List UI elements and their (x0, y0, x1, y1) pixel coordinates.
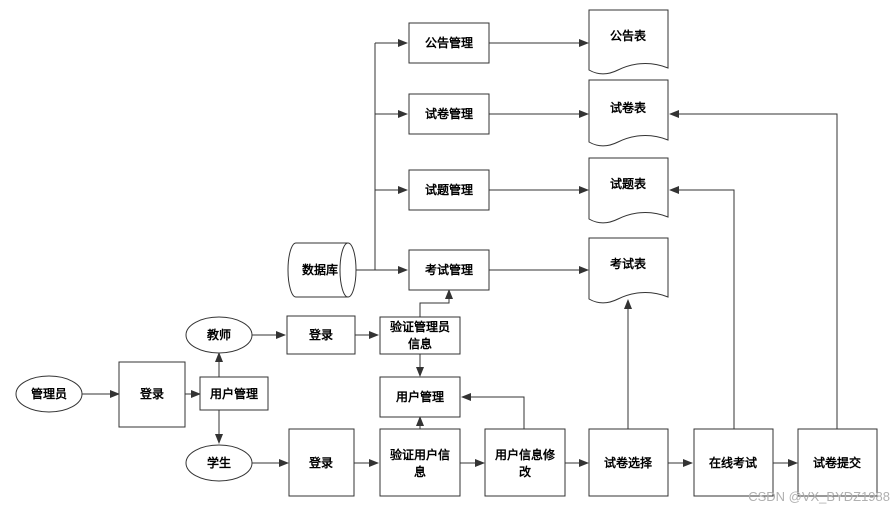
label-paper-select: 试卷选择 (604, 455, 653, 470)
label-question-mgmt: 试题管理 (425, 182, 473, 197)
label-user-info-edit-1: 用户信息修 (494, 447, 556, 462)
node-student (185, 444, 253, 482)
node-user-mgmt-left (199, 376, 269, 411)
label-online-exam: 在线考试 (709, 455, 757, 470)
label-exam-mgmt: 考试管理 (425, 262, 473, 277)
node-notice-mgmt (408, 22, 490, 64)
node-question-mgmt (408, 169, 490, 211)
edge-onlineexam-questiontable (669, 186, 735, 429)
label-student-login: 登录 (308, 455, 333, 470)
label-verify-admin-1: 验证管理员 (390, 319, 450, 334)
label-user-mgmt-left: 用户管理 (209, 386, 258, 401)
label-exam-table: 考试表 (610, 256, 647, 271)
node-online-exam (693, 428, 774, 497)
node-admin (15, 375, 83, 413)
label-admin: 管理员 (31, 386, 67, 401)
label-notice-mgmt: 公告管理 (425, 35, 473, 50)
node-notice-table (588, 9, 669, 75)
label-question-table: 试题表 (610, 176, 647, 191)
label-teacher: 教师 (206, 327, 231, 342)
edge-submit-papertable (669, 110, 838, 429)
node-student-login (288, 428, 355, 497)
watermark: CSDN @VX_BYDZ1988 (748, 489, 890, 504)
node-teacher (185, 316, 253, 354)
node-paper-submit (797, 428, 878, 497)
label-student: 学生 (207, 455, 231, 470)
node-database (287, 242, 357, 298)
node-verify-user (379, 428, 461, 497)
node-user-mgmt-center (379, 376, 461, 418)
label-teacher-login: 登录 (308, 327, 333, 342)
node-admin-login (118, 361, 186, 428)
node-verify-admin (379, 316, 461, 355)
label-user-mgmt-center: 用户管理 (395, 389, 444, 404)
edge-infoedit-usermgmt (461, 393, 525, 429)
node-teacher-login (286, 315, 356, 355)
node-user-info-edit (484, 428, 566, 497)
label-paper-table: 试卷表 (610, 100, 647, 115)
node-paper-table (588, 79, 669, 147)
node-paper-mgmt (408, 93, 490, 135)
edge-verifyadmin-exammgmt (419, 289, 453, 317)
node-question-table (588, 157, 669, 224)
label-verify-user-2: 息 (414, 464, 426, 479)
label-paper-mgmt: 试卷管理 (425, 106, 473, 121)
label-user-info-edit-2: 改 (519, 464, 532, 479)
node-exam-mgmt (408, 249, 490, 291)
label-verify-user-1: 验证用户信 (390, 447, 450, 462)
node-paper-select (588, 428, 669, 497)
label-verify-admin-2: 信息 (408, 336, 432, 351)
label-admin-login: 登录 (139, 386, 164, 401)
label-notice-table: 公告表 (610, 28, 647, 43)
node-exam-table (588, 237, 669, 304)
label-database: 数据库 (302, 262, 338, 277)
label-paper-submit: 试卷提交 (813, 455, 861, 470)
